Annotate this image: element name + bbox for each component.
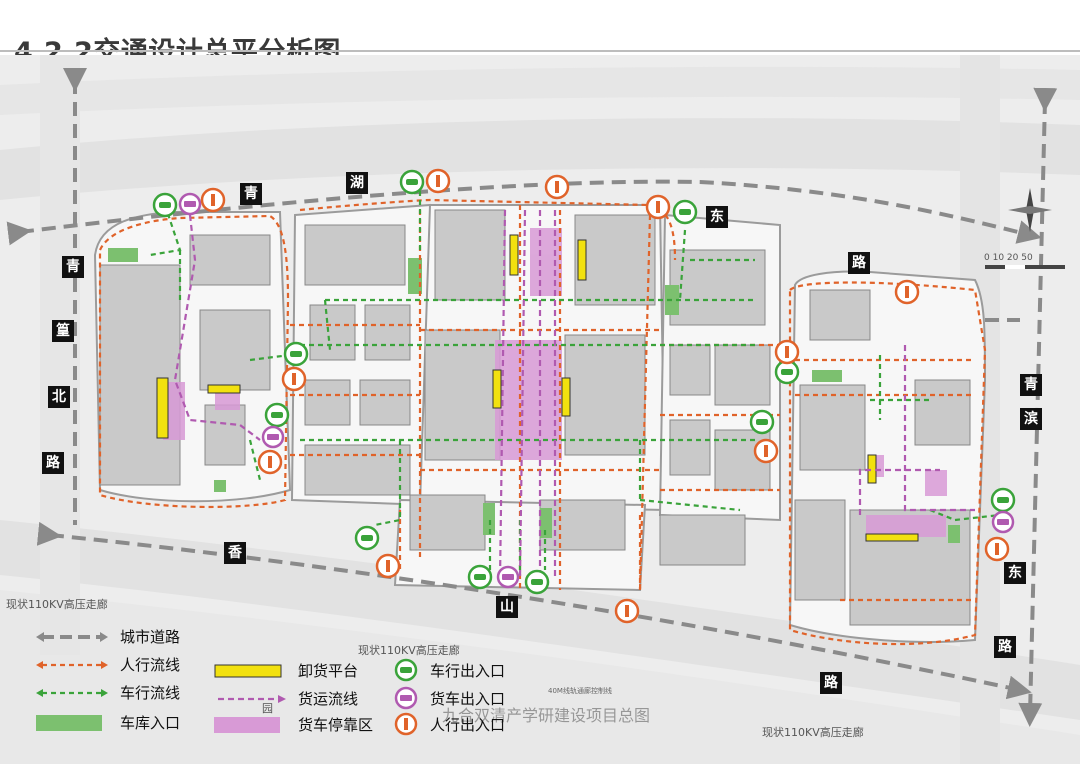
scale-bar-icon [985, 265, 1065, 269]
freight-flow [173, 209, 975, 581]
city-road-lines [6, 68, 1058, 727]
legend-truck-entrance: 货车出入口 [394, 686, 505, 710]
pedestrian-icon [394, 712, 418, 736]
title-divider [0, 50, 1080, 52]
vehicle-entrance-icons [152, 169, 1016, 595]
legend-pedestrian-entrance-label: 人行出入口 [430, 715, 506, 734]
road-label-xiang: 香 [224, 542, 246, 564]
legend-truck-parking: 货车停靠区 [214, 714, 373, 735]
legend-city-road: 城市道路 [36, 626, 180, 647]
legend-pedestrian-flow-label: 人行流线 [120, 656, 181, 674]
legend-pedestrian-entrance: 人行出入口 [394, 712, 505, 736]
legend-vehicle-flow: 车行流线 [36, 682, 180, 703]
legend-pedestrian-flow: 人行流线 [36, 654, 180, 675]
freight-flow-swatch-icon [218, 694, 286, 703]
road-label-dong-top: 东 [706, 206, 728, 228]
legend-city-road-label: 城市道路 [120, 628, 181, 646]
vehicle-flow [149, 190, 1001, 570]
legend-vehicle-flow-label: 车行流线 [120, 684, 181, 702]
road-label-bei: 北 [48, 386, 70, 408]
road-label-qing-right: 青 [1020, 374, 1042, 396]
legend-freight-flow-label: 货运流线 [298, 690, 359, 708]
vehicle-flow-swatch-icon [36, 688, 108, 697]
metro-note: 40M线轨通廊控制线 [548, 687, 612, 695]
legend-freight-flow: 货运流线 [214, 688, 358, 709]
pedestrian-entrance-icons [200, 168, 1010, 624]
road-label-huang: 篁 [52, 320, 74, 342]
city-road-swatch-icon [36, 631, 108, 642]
legend-loading-platform: 卸货平台 [214, 660, 358, 681]
compass-icon [1008, 188, 1052, 232]
legend-truck-entrance-label: 货车出入口 [430, 689, 506, 708]
legend-vehicle-entrance: 车行出入口 [394, 658, 505, 682]
road-label-qing-top: 青 [240, 183, 262, 205]
road-label-lu-right: 路 [994, 636, 1016, 658]
road-label-lu-left: 路 [42, 452, 64, 474]
legend: 城市道路 人行流线 车行流线 车库入口 卸货平台 货运流线 货车停靠区 车行出入… [36, 622, 596, 762]
legend-vehicle-entrance-label: 车行出入口 [430, 661, 506, 680]
corridor-note-right: 现状110KV高压走廊 [762, 726, 864, 739]
legend-loading-platform-label: 卸货平台 [298, 662, 359, 680]
road-label-lu-top: 路 [848, 252, 870, 274]
loading-swatch-icon [214, 664, 282, 677]
corridor-note-left: 现状110KV高压走廊 [6, 598, 108, 611]
car-icon [394, 658, 418, 682]
scale-label: 0 10 20 50 [984, 253, 1033, 263]
parking-swatch-icon [214, 716, 280, 733]
road-label-dong-right: 东 [1004, 562, 1026, 584]
road-label-lu-bottom: 路 [820, 672, 842, 694]
road-label-bin: 滨 [1020, 408, 1042, 430]
yuan-note: 园 [262, 702, 273, 715]
road-label-shan: 山 [496, 596, 518, 618]
road-label-hu: 湖 [346, 172, 368, 194]
legend-garage-entrance-label: 车库入口 [120, 714, 181, 732]
pedestrian-flow [98, 198, 987, 646]
garage-swatch-icon [36, 714, 102, 731]
truck-icon [394, 686, 418, 710]
pedestrian-flow-swatch-icon [36, 660, 108, 669]
corridor-note-mid: 现状110KV高压走廊 [358, 644, 460, 657]
legend-garage-entrance: 车库入口 [36, 712, 180, 733]
top-road-band [0, 118, 1080, 200]
watermark: 九合双清产学研建设项目总图 [442, 706, 651, 725]
truck-entrance-icons [178, 192, 1015, 589]
legend-truck-parking-label: 货车停靠区 [298, 716, 374, 734]
road-label-qing-left: 青 [62, 256, 84, 278]
